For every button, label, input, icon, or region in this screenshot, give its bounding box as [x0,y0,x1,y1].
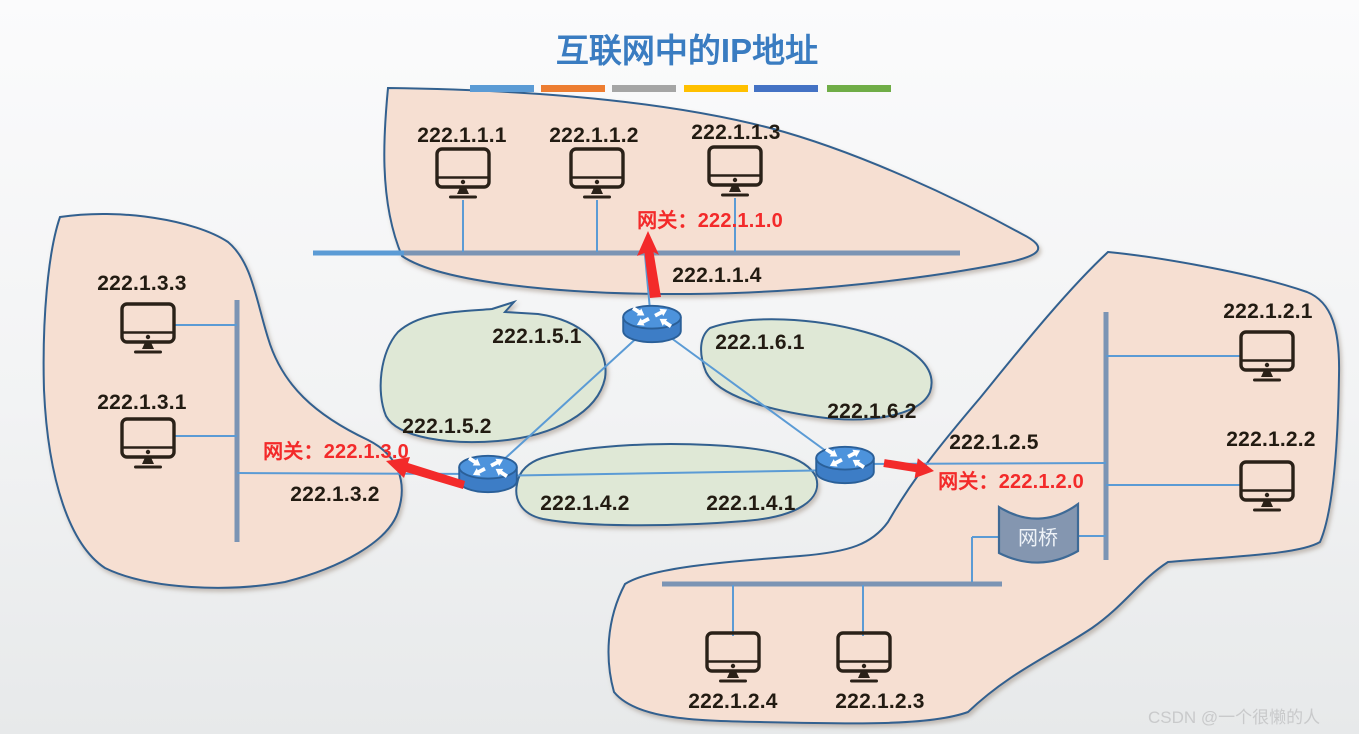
legend-bar [684,85,748,92]
gateway-arrows [386,231,934,489]
legend-bar [612,85,676,92]
wan-label-222-1-5-1: 222.1.5.1 [492,325,582,348]
network-5-blob [379,299,607,444]
network-2-blob [607,250,1341,725]
network-3-blob [42,212,403,589]
host-label-222-1-3-3: 222.1.3.3 [97,272,187,295]
host-label-222-1-2-1: 222.1.2.1 [1223,300,1313,323]
watermark: CSDN @一个很懒的人 [1148,708,1321,727]
router-port-label-222-1-1-4: 222.1.1.4 [672,264,762,287]
network-1-blob [383,86,1039,296]
router-icon-right [815,444,875,485]
gateway-arrow-left [386,457,465,489]
host-label-222-1-3-1: 222.1.3.1 [97,391,187,414]
host-label-222-1-1-2: 222.1.1.2 [549,124,639,147]
wan-label-222-1-6-2: 222.1.6.2 [827,400,917,423]
host-links [175,198,1240,636]
page-title: 互联网中的IP地址 [555,32,819,69]
gateway-arrow-right [883,458,934,479]
gateway-arrow-up [637,231,661,298]
gateway-label-network-3: 网关：222.1.3.0 [263,441,409,463]
host-label-222-1-2-3: 222.1.2.3 [835,690,925,713]
bridge-icon [997,501,1080,564]
gateway-label-network-2: 网关：222.1.2.0 [938,471,1084,493]
network-4-blob [515,443,819,527]
router-port-label-222-1-3-2: 222.1.3.2 [290,483,380,506]
host-label-222-1-2-2: 222.1.2.2 [1226,428,1316,451]
legend-bar [470,85,534,92]
wan-label-222-1-4-1: 222.1.4.1 [706,492,796,515]
router-port-label-222-1-2-5: 222.1.2.5 [949,431,1039,454]
wan-label-222-1-4-2: 222.1.4.2 [540,492,630,515]
wan-label-222-1-6-1: 222.1.6.1 [715,331,805,354]
legend-bar [541,85,605,92]
wan-label-222-1-5-2: 222.1.5.2 [402,415,492,438]
bridge-label: 网桥 [1018,527,1058,550]
host-label-222-1-2-4: 222.1.2.4 [688,690,778,713]
network-6-blob [700,318,933,421]
legend-bar [754,85,818,92]
router-icon-left [458,453,518,494]
router-icon-top [622,303,682,344]
host-label-222-1-1-1: 222.1.1.1 [417,124,507,147]
host-label-222-1-1-3: 222.1.1.3 [691,121,781,144]
gateway-label-network-1: 网关：222.1.1.0 [637,210,783,232]
legend-bar [827,85,891,92]
